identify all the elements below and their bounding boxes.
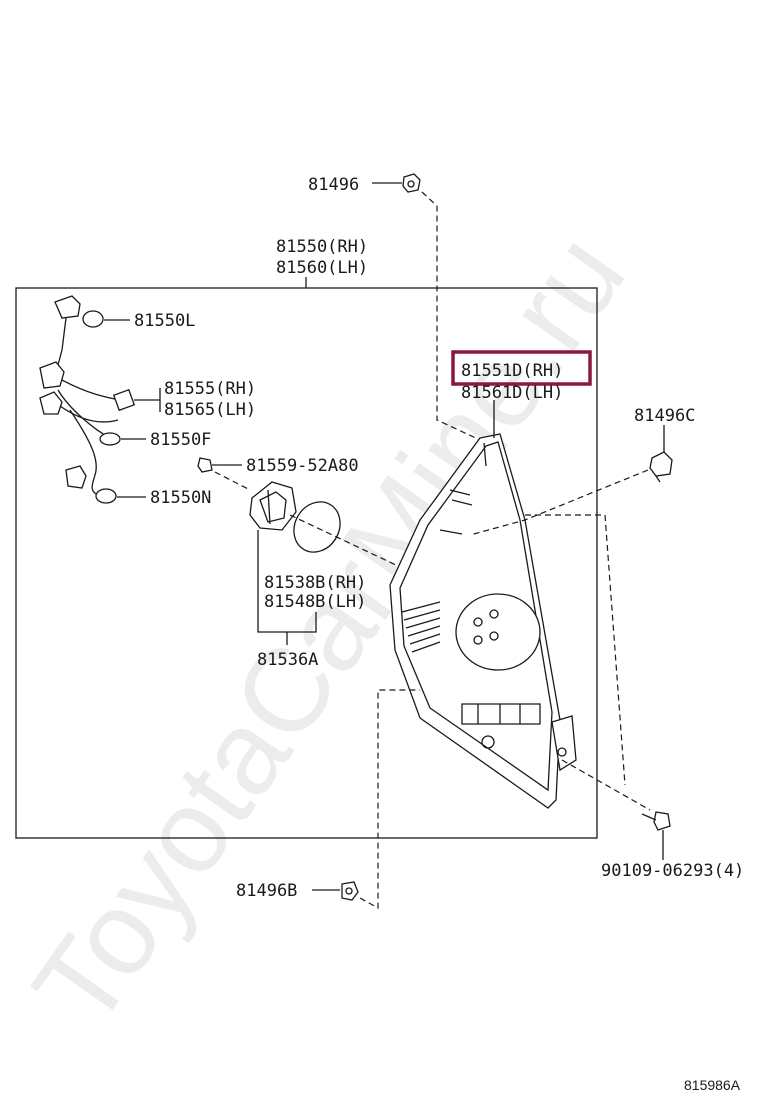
label-81548B-lh: 81548B(LH) — [264, 592, 366, 612]
label-81555-rh: 81555(RH) — [164, 379, 256, 399]
label-81559: 81559-52A80 — [246, 456, 359, 476]
diagram-code: 815986A — [684, 1077, 741, 1093]
lens-grille — [401, 601, 441, 653]
dash-81559 — [214, 471, 251, 491]
label-81536A: 81536A — [257, 650, 318, 670]
clip-81496B — [341, 881, 359, 901]
socket-81538B — [249, 481, 297, 531]
label-81551D-rh: 81551D(RH) — [461, 361, 563, 381]
watermark: ToyotaCarMine.ru — [8, 211, 650, 1050]
lens-81551D — [389, 433, 577, 809]
label-81550L: 81550L — [134, 311, 195, 331]
label-81538B-rh: 81538B(RH) — [264, 573, 366, 593]
label-81550-rh: 81550(RH) — [276, 237, 368, 257]
screw-81559 — [197, 457, 242, 473]
bulb-81550F — [99, 432, 121, 446]
lens-socket-housing — [455, 593, 541, 671]
bulb-81550L — [82, 310, 104, 328]
label-81496: 81496 — [308, 175, 359, 195]
dash-81496C — [469, 469, 649, 536]
label-90109: 90109-06293(4) — [601, 861, 744, 881]
dash-90109-a — [525, 514, 626, 786]
gasket-81538B — [293, 501, 341, 553]
highlight-81551D — [451, 350, 592, 386]
clip-81496C — [649, 451, 673, 483]
label-81550F: 81550F — [150, 430, 211, 450]
label-81565-lh: 81565(LH) — [164, 400, 256, 420]
label-81550N: 81550N — [150, 488, 211, 508]
wire-harness — [39, 295, 136, 495]
bulb-81550N — [95, 488, 117, 504]
screw-90109 — [641, 811, 671, 831]
dash-90109-b — [561, 759, 651, 811]
clip-81496 — [402, 173, 421, 193]
dash-81496 — [421, 191, 481, 441]
dash-81496B — [359, 689, 420, 910]
label-81561D-lh: 81561D(LH) — [461, 383, 563, 403]
label-81496B: 81496B — [236, 881, 297, 901]
label-81560-lh: 81560(LH) — [276, 258, 368, 278]
label-81496C: 81496C — [634, 406, 695, 426]
